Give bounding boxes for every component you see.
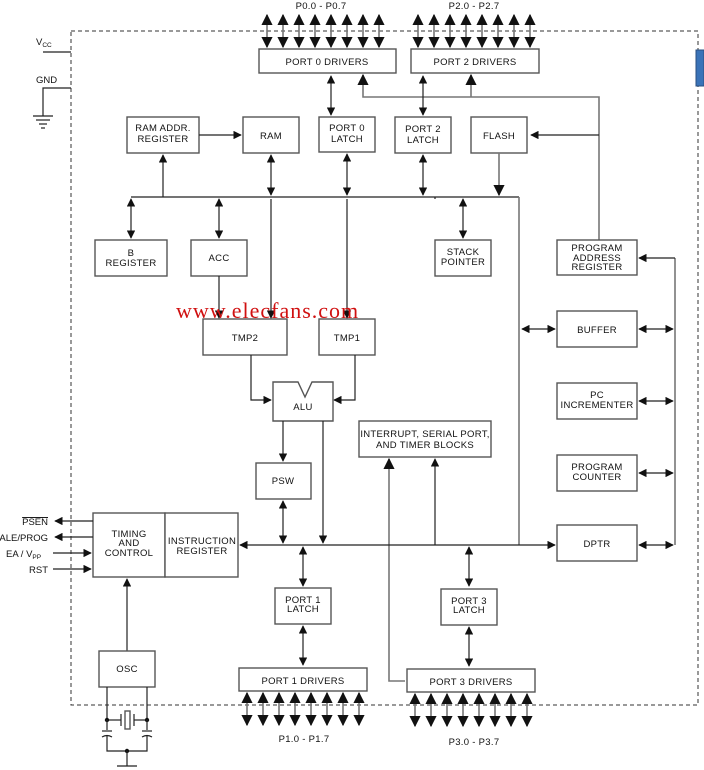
svg-text:AND: AND <box>119 538 140 549</box>
instruction-register-block: INSTRUCTION REGISTER <box>164 512 239 578</box>
crystal-icon <box>124 710 131 730</box>
svg-text:PORT 0: PORT 0 <box>329 123 365 134</box>
psen-pin: PSEN <box>22 517 48 528</box>
watermark: www.elecfans.com <box>176 298 359 323</box>
par-to-port0-wire <box>357 73 600 241</box>
svg-text:LATCH: LATCH <box>287 604 319 615</box>
svg-text:PROGRAM: PROGRAM <box>571 462 622 473</box>
svg-text:BUFFER: BUFFER <box>577 325 617 336</box>
svg-text:TMP1: TMP1 <box>334 333 361 344</box>
buffer-block: BUFFER <box>556 310 638 348</box>
p3-pins-label: P3.0 - P3.7 <box>449 737 500 748</box>
svg-text:B: B <box>128 248 135 259</box>
program-counter-block: PROGRAM COUNTER <box>556 454 638 492</box>
acc-block: ACC <box>190 239 248 277</box>
port3-pin-arrows <box>409 692 533 728</box>
svg-text:ACC: ACC <box>209 253 230 264</box>
svg-text:INTERRUPT, SERIAL PORT,: INTERRUPT, SERIAL PORT, <box>360 429 489 440</box>
port0-latch-block: PORT 0 LATCH <box>318 116 376 153</box>
svg-text:CONTROL: CONTROL <box>105 548 154 559</box>
rst-pin: RST <box>29 565 48 576</box>
osc-block: OSC <box>98 650 156 688</box>
svg-text:PORT 1 DRIVERS: PORT 1 DRIVERS <box>261 676 344 687</box>
svg-text:LATCH: LATCH <box>453 605 485 616</box>
scroll-marker[interactable] <box>695 49 704 87</box>
svg-text:ALU: ALU <box>293 402 312 413</box>
flash-block: FLASH <box>470 116 528 154</box>
svg-text:TMP2: TMP2 <box>232 333 259 344</box>
tmp2-block: TMP2 <box>202 318 288 356</box>
alu-block: ALU <box>272 381 334 422</box>
svg-text:PORT 1: PORT 1 <box>285 595 321 606</box>
port1-latch-block: PORT 1 LATCH <box>274 587 332 625</box>
port2-pin-arrows <box>412 13 536 49</box>
port1-drivers-block: PORT 1 DRIVERS <box>238 667 368 692</box>
svg-text:TIMING: TIMING <box>111 529 146 540</box>
svg-text:POINTER: POINTER <box>441 257 485 268</box>
dptr-block: DPTR <box>556 524 638 562</box>
svg-text:REGISTER: REGISTER <box>572 262 623 273</box>
svg-text:PORT 0 DRIVERS: PORT 0 DRIVERS <box>285 57 368 68</box>
svg-text:REGISTER: REGISTER <box>138 134 189 145</box>
program-address-register-block: PROGRAM ADDRESS REGISTER <box>556 239 638 276</box>
svg-text:REGISTER: REGISTER <box>106 258 157 269</box>
chip-boundary <box>70 30 699 706</box>
control-pins: PSEN ALE/PROG EA / VPP RST <box>0 516 93 576</box>
svg-text:INCREMENTER: INCREMENTER <box>561 400 634 411</box>
svg-text:RAM: RAM <box>260 131 282 142</box>
svg-text:STACK: STACK <box>447 247 480 258</box>
ram-block: RAM <box>242 116 300 154</box>
vcc-label: VCC <box>36 37 52 49</box>
ale-prog-pin: ALE/PROG <box>0 533 48 544</box>
p2-pins-label: P2.0 - P2.7 <box>449 1 500 12</box>
ground-icon <box>33 115 53 129</box>
stack-pointer-block: STACK POINTER <box>434 239 492 277</box>
svg-text:OSC: OSC <box>116 664 138 675</box>
svg-text:PC: PC <box>590 390 604 401</box>
port0-drivers-block: PORT 0 DRIVERS <box>258 48 397 74</box>
port3-latch-block: PORT 3 LATCH <box>440 588 498 626</box>
svg-text:DPTR: DPTR <box>583 539 610 550</box>
svg-text:LATCH: LATCH <box>331 134 363 145</box>
svg-text:PSW: PSW <box>272 476 295 487</box>
power-pins: VCC GND <box>33 37 71 129</box>
port2-drivers-block: PORT 2 DRIVERS <box>410 48 540 74</box>
svg-text:FLASH: FLASH <box>483 131 515 142</box>
interrupt-serial-timer-block: INTERRUPT, SERIAL PORT, AND TIMER BLOCKS <box>358 420 492 458</box>
svg-text:RAM ADDR.: RAM ADDR. <box>135 123 190 134</box>
port1-pin-arrows <box>241 691 365 727</box>
tmp1-block: TMP1 <box>318 318 376 356</box>
svg-text:LATCH: LATCH <box>407 135 439 146</box>
svg-text:PORT 3: PORT 3 <box>451 596 487 607</box>
svg-text:COUNTER: COUNTER <box>572 472 621 483</box>
psw-block: PSW <box>255 462 312 500</box>
svg-text:PORT 2 DRIVERS: PORT 2 DRIVERS <box>433 57 516 68</box>
p0-pins-label: P0.0 - P0.7 <box>296 1 347 12</box>
svg-text:AND TIMER BLOCKS: AND TIMER BLOCKS <box>376 440 474 451</box>
svg-text:INSTRUCTION: INSTRUCTION <box>168 536 236 547</box>
pc-incrementer-block: PC INCREMENTER <box>556 382 638 420</box>
svg-text:PROGRAM: PROGRAM <box>571 243 622 254</box>
port3-drivers-block: PORT 3 DRIVERS <box>406 668 536 693</box>
b-register-block: B REGISTER <box>94 239 168 277</box>
ram-addr-register-block: RAM ADDR. REGISTER <box>126 116 200 154</box>
svg-text:PORT 3 DRIVERS: PORT 3 DRIVERS <box>429 677 512 688</box>
port2-latch-block: PORT 2 LATCH <box>394 116 452 154</box>
port0-pin-arrows <box>261 13 385 49</box>
gnd-label: GND <box>36 75 57 86</box>
svg-text:REGISTER: REGISTER <box>177 546 228 557</box>
timing-control-block: TIMING AND CONTROL <box>92 512 166 578</box>
svg-text:ADDRESS: ADDRESS <box>573 253 621 264</box>
p1-pins-label: P1.0 - P1.7 <box>279 734 330 745</box>
ea-vpp-pin: EA / VPP <box>6 549 41 561</box>
svg-text:PORT 2: PORT 2 <box>405 124 441 135</box>
crystal-circuit <box>101 687 153 767</box>
